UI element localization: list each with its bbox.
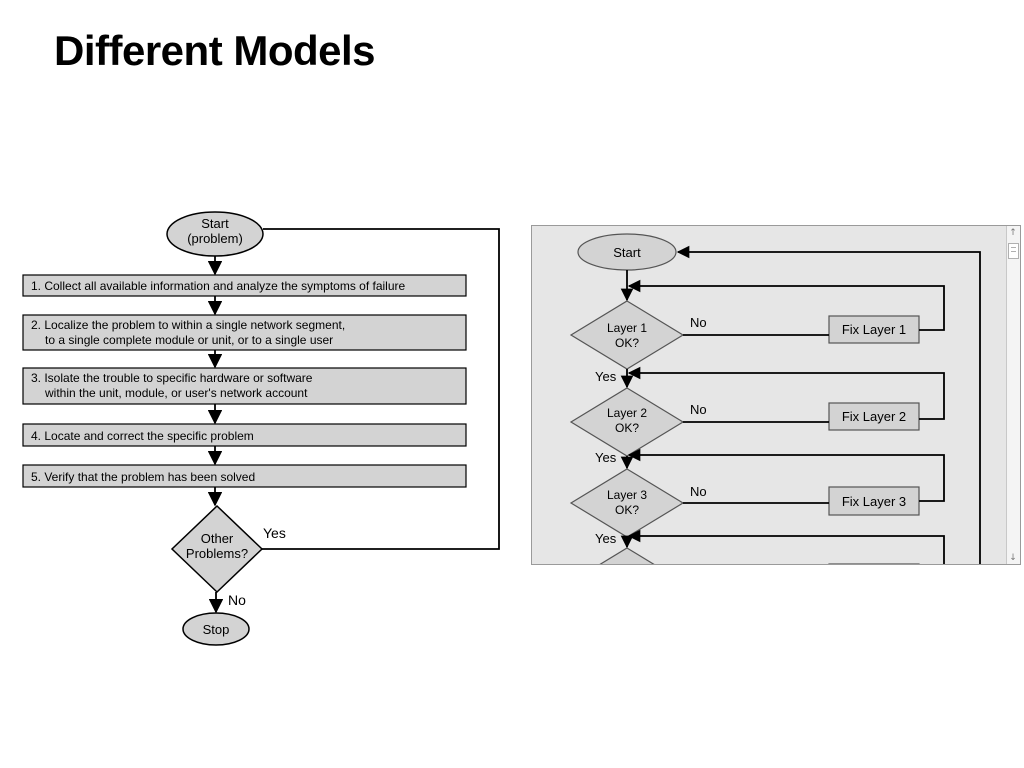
start-label-line-2: (problem) [187, 231, 243, 246]
layer-4-decision-partial [599, 547, 655, 564]
step-label-4: 4. Locate and correct the specific probl… [31, 429, 254, 443]
start-label: Start [613, 245, 641, 260]
yes-label-1: Yes [595, 369, 617, 384]
fix-layer-1-label: Fix Layer 1 [842, 322, 906, 337]
fix-layer-3-box [828, 486, 920, 516]
vertical-scrollbar[interactable]: ↑ ↓ [1006, 226, 1020, 564]
decision-diamond [170, 504, 264, 594]
step-label-2-line-1: 2. Localize the problem to within a sing… [31, 318, 345, 332]
loop-back-line-2 [627, 366, 945, 420]
layer-3-question-line-2: OK? [615, 503, 639, 517]
fix-layer-3-label: Fix Layer 3 [842, 494, 906, 509]
step-label-5: 5. Verify that the problem has been solv… [31, 470, 255, 484]
step-label-3-line-2: within the unit, module, or user's netwo… [44, 386, 308, 400]
no-label: No [228, 592, 246, 608]
fix-layer-4-box-partial [828, 563, 920, 564]
layer-1-question-line-2: OK? [615, 336, 639, 350]
no-label-1: No [690, 315, 707, 330]
loop-back-line-4 [627, 529, 945, 564]
stop-label: Stop [203, 622, 230, 637]
no-label-3: No [690, 484, 707, 499]
step-label-2-line-2: to a single complete module or unit, or … [45, 333, 333, 347]
step-box-2 [22, 314, 467, 351]
yes-label-2: Yes [595, 450, 617, 465]
scroll-up-icon[interactable]: ↑ [1009, 228, 1017, 238]
scrollbar-thumb[interactable] [1008, 243, 1019, 259]
step-label-3-line-1: 3. Isolate the trouble to specific hardw… [31, 371, 313, 385]
step-box-3 [22, 367, 467, 405]
return-to-start-line [676, 245, 981, 564]
layer-flowchart: Start Layer 1 OK? Fix Layer 1 No Yes Lay… [569, 233, 981, 564]
loop-back-line [262, 228, 500, 550]
decision-label-line-1: Other [201, 531, 234, 546]
layer-1-question-line-1: Layer 1 [607, 321, 647, 335]
step-box-1 [22, 274, 467, 297]
decision-label-line-2: Problems? [186, 546, 248, 561]
layer-2-question-line-1: Layer 2 [607, 406, 647, 420]
step-box-5 [22, 464, 467, 488]
loop-back-line-3 [627, 448, 945, 502]
scroll-down-icon[interactable]: ↓ [1009, 553, 1017, 563]
layer-2-question-line-2: OK? [615, 421, 639, 435]
fix-layer-2-box [828, 402, 920, 431]
yes-label: Yes [263, 525, 286, 541]
page-title: Different Models [54, 27, 376, 74]
layer-flowchart-panel[interactable]: Start Layer 1 OK? Fix Layer 1 No Yes Lay… [531, 225, 1021, 565]
fix-layer-2-label: Fix Layer 2 [842, 409, 906, 424]
start-label-line-1: Start [201, 216, 229, 231]
step-label-1: 1. Collect all available information and… [31, 279, 406, 293]
troubleshooting-flowchart: Start (problem) 1. Collect all available… [22, 211, 500, 646]
step-box-4 [22, 423, 467, 447]
loop-back-line-1 [627, 279, 945, 331]
layer-1-decision [569, 300, 685, 370]
layer-3-question-line-1: Layer 3 [607, 488, 647, 502]
no-label-2: No [690, 402, 707, 417]
yes-label-3: Yes [595, 531, 617, 546]
